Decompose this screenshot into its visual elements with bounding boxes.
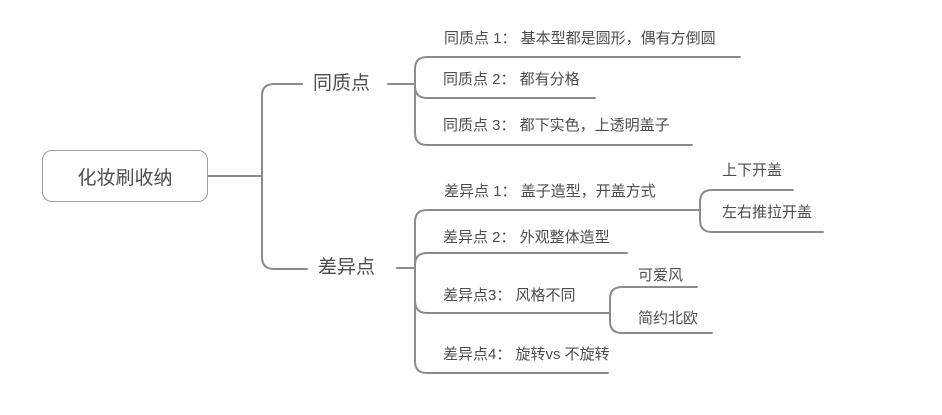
difference-item-3[interactable]: 差异点3： 风格不同	[443, 287, 576, 304]
slide-open-elbow	[699, 209, 824, 233]
subitem-cute-style[interactable]: 可爱风	[638, 267, 684, 284]
root-node-label: 化妆刷收纳	[77, 167, 173, 189]
similarity-3-elbow	[414, 83, 693, 146]
difference-4-elbow	[414, 267, 609, 374]
difference-item-1[interactable]: 差异点 1： 盖子造型，开盖方式	[444, 183, 656, 200]
difference-item-2[interactable]: 差异点 2： 外观整体造型	[443, 229, 610, 246]
difference-2-elbow	[414, 252, 628, 269]
root-node[interactable]: 化妆刷收纳	[42, 150, 208, 202]
similarity-item-3[interactable]: 同质点 3： 都下实色，上透明盖子	[443, 117, 670, 134]
subitem-nordic-style[interactable]: 简约北欧	[638, 310, 699, 327]
branch-similarities-elbow	[261, 83, 303, 177]
difference-item-4[interactable]: 差异点4： 旋转vs 不旋转	[443, 346, 610, 363]
similarity-item-2[interactable]: 同质点 2： 都有分格	[443, 71, 580, 88]
open-top-bottom-elbow	[699, 189, 794, 211]
branch-node-similarities[interactable]: 同质点	[313, 73, 371, 94]
subitem-open-top-bottom[interactable]: 上下开盖	[722, 162, 783, 179]
nordic-style-elbow	[609, 312, 713, 334]
branch-differences-elbow	[261, 175, 308, 270]
branch-node-differences[interactable]: 差异点	[318, 257, 376, 278]
similarity-1-elbow	[414, 56, 741, 85]
subitem-slide-open[interactable]: 左右推拉开盖	[722, 204, 813, 221]
cute-style-elbow	[609, 286, 698, 314]
similarity-item-1[interactable]: 同质点 1： 基本型都是圆形，偶有方倒圆	[444, 30, 716, 47]
difference-1-elbow	[414, 209, 701, 269]
